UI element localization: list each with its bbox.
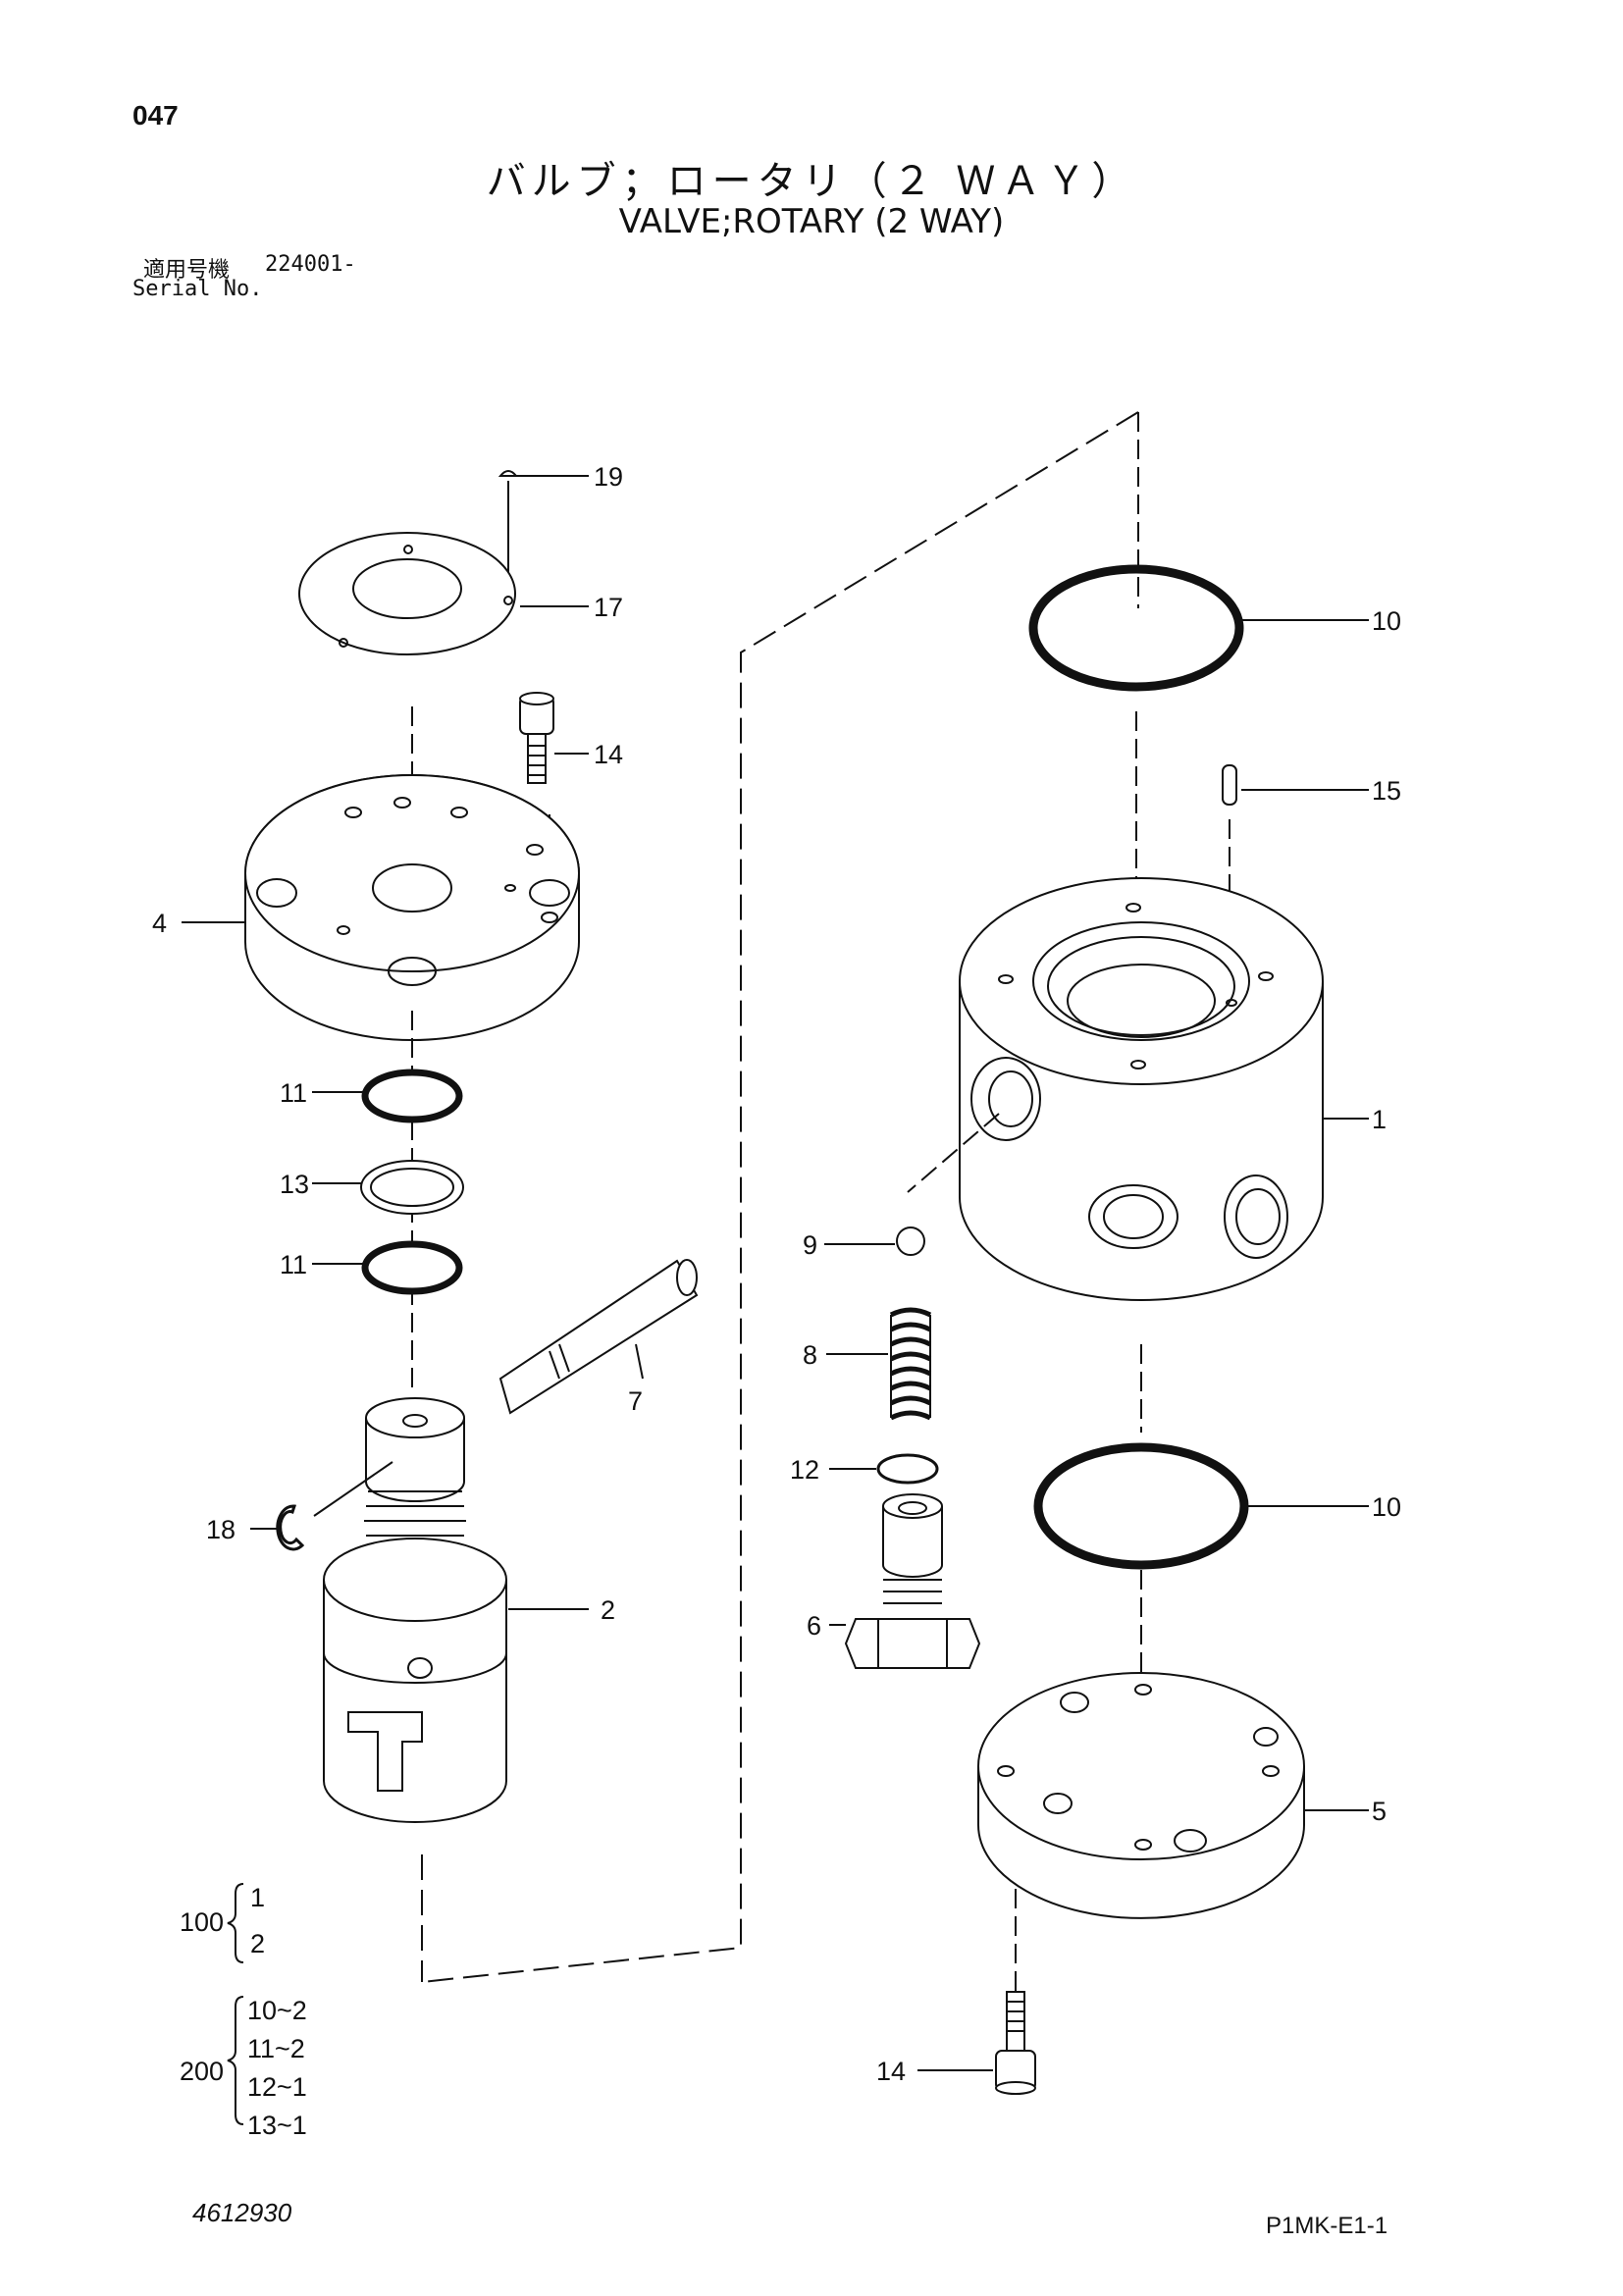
part-14-bolt-bottom <box>995 1991 1036 2095</box>
callout-14-top: 14 <box>594 740 623 769</box>
callout-5: 5 <box>1372 1797 1387 1826</box>
callout-15: 15 <box>1372 776 1401 806</box>
assembly-200-item-3: 12~1 <box>247 2072 307 2102</box>
part-6-plug <box>844 1493 981 1669</box>
part-8-spring <box>889 1307 932 1428</box>
serial-label-japanese: 適用号機 <box>143 258 231 283</box>
part-7-shaft <box>498 1259 699 1415</box>
part-10-oring-upper <box>1028 564 1244 692</box>
callout-14-bottom: 14 <box>876 2057 906 2086</box>
callout-19: 19 <box>594 462 623 492</box>
serial-number-value: 224001- <box>265 252 356 277</box>
assembly-200-item-2: 11~2 <box>247 2034 305 2063</box>
part-9-ball <box>896 1226 925 1256</box>
serial-label-english: Serial No. <box>132 277 263 301</box>
assembly-200-item-4: 13~1 <box>247 2111 307 2140</box>
part-5-bottom-cover <box>977 1672 1305 1919</box>
callout-18: 18 <box>206 1515 236 1544</box>
callout-9: 9 <box>803 1230 817 1260</box>
callout-12: 12 <box>790 1455 819 1485</box>
callout-7: 7 <box>628 1386 643 1416</box>
title-japanese: バルブ；ロータリ（２ ＷＡＹ） <box>486 159 1137 204</box>
brace-200 <box>227 1996 244 2125</box>
callout-8: 8 <box>803 1340 817 1370</box>
part-17-gasket <box>298 532 516 655</box>
brace-100 <box>227 1883 244 1963</box>
part-14-bolt-top <box>519 692 554 784</box>
assembly-200-code: 200 <box>180 2057 224 2086</box>
part-18-clip <box>276 1504 305 1551</box>
callout-4: 4 <box>152 909 167 938</box>
assembly-100-code: 100 <box>180 1907 224 1937</box>
callout-10-lower: 10 <box>1372 1492 1401 1522</box>
part-10-oring-lower <box>1033 1442 1249 1570</box>
part-13-backup-ring <box>360 1160 464 1215</box>
part-15-dowel-pin <box>1222 764 1237 806</box>
callout-6: 6 <box>807 1611 821 1641</box>
assembly-200-item-1: 10~2 <box>247 1996 307 2025</box>
callout-2: 2 <box>601 1595 615 1625</box>
title-english: VALVE;ROTARY (2 WAY) <box>618 202 1005 241</box>
page-number: 047 <box>132 100 179 130</box>
part-1-housing <box>959 877 1324 1301</box>
part-4-cover <box>244 774 580 1041</box>
callout-11-upper: 11 <box>280 1078 307 1108</box>
callout-11-lower: 11 <box>280 1250 307 1279</box>
callout-17: 17 <box>594 593 623 622</box>
document-number: 4612930 <box>192 2198 292 2227</box>
callout-13: 13 <box>280 1170 309 1199</box>
callout-10-upper: 10 <box>1372 606 1401 636</box>
part-11-oring-upper <box>361 1069 463 1123</box>
callout-1: 1 <box>1372 1105 1387 1134</box>
assembly-100-item-1: 1 <box>250 1883 265 1912</box>
part-12-oring <box>876 1453 939 1485</box>
assembly-100-item-2: 2 <box>250 1929 265 1958</box>
part-11-oring-lower <box>361 1240 463 1295</box>
page-code: P1MK-E1-1 <box>1266 2213 1388 2239</box>
assembly-boundary-line <box>421 411 1139 1983</box>
part-2-spool-body <box>323 1397 507 1823</box>
